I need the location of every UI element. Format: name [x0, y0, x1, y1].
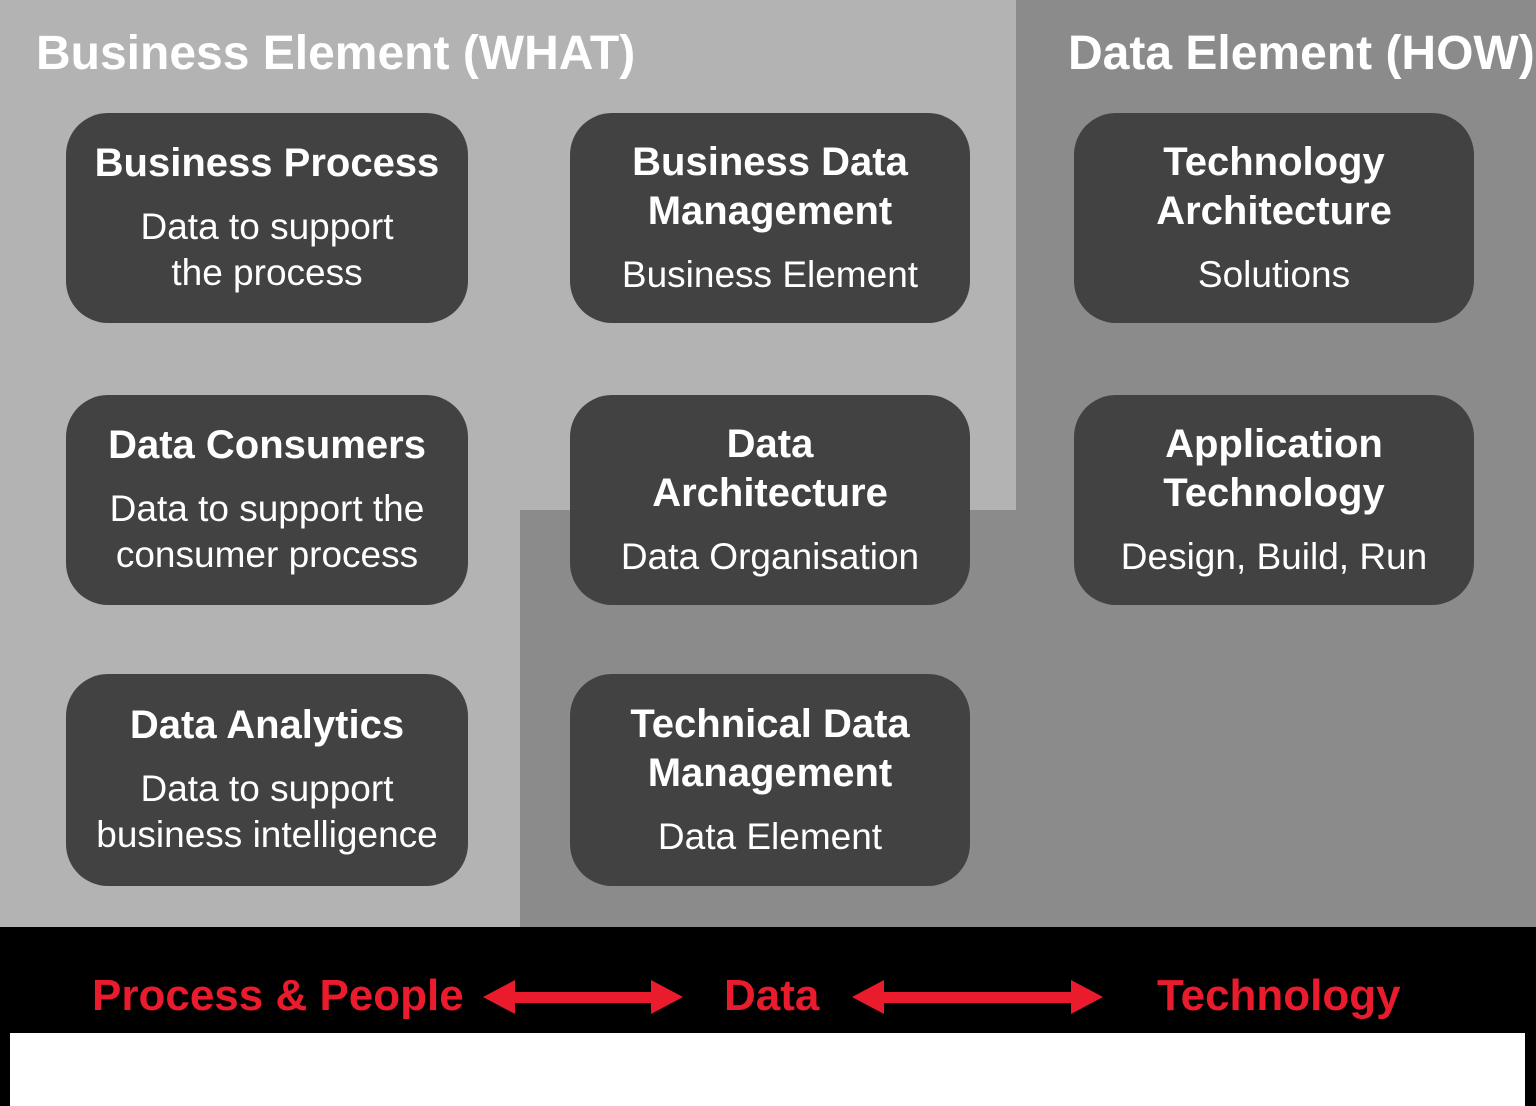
box-title: Technology Architecture	[1156, 140, 1392, 233]
box-data-consumers: Data Consumers Data to support the consu…	[66, 395, 468, 605]
double-arrow-icon	[852, 980, 1103, 1014]
box-subtitle: Data to support business intelligence	[96, 768, 438, 856]
box-subtitle: Data Organisation	[620, 535, 920, 577]
box-subtitle: Data to support the process	[140, 206, 394, 294]
footer-label-technology: Technology	[1157, 971, 1401, 1020]
box-title: Data Analytics	[129, 703, 405, 748]
arrow-head-right-icon	[1071, 980, 1103, 1014]
zone-title-data-element: Data Element (HOW)	[1068, 27, 1535, 80]
box-subtitle: Solutions	[1197, 253, 1351, 295]
box-title: Application Technology	[1163, 422, 1385, 515]
box-business-data-management: Business Data Management Business Elemen…	[570, 113, 970, 323]
box-subtitle: Data to support the consumer process	[109, 488, 425, 576]
arrow-shaft	[884, 991, 1071, 1003]
box-title: Data Consumers	[108, 423, 426, 468]
box-data-architecture: Data Architecture Data Organisation	[570, 395, 970, 605]
box-business-process: Business Process Data to support the pro…	[66, 113, 468, 323]
box-title: Business Process	[94, 141, 440, 186]
footer-label-data: Data	[724, 971, 820, 1020]
box-subtitle: Business Element	[621, 253, 919, 295]
arrow-head-right-icon	[651, 980, 683, 1014]
box-title: Data Architecture	[652, 422, 888, 515]
footer-white-area	[10, 1033, 1525, 1106]
box-title: Business Data Management	[632, 140, 908, 233]
box-technology-architecture: Technology Architecture Solutions	[1074, 113, 1474, 323]
box-application-technology: Application Technology Design, Build, Ru…	[1074, 395, 1474, 605]
box-subtitle: Data Element	[657, 815, 883, 857]
footer-label-process-people: Process & People	[92, 971, 464, 1020]
arrow-head-left-icon	[483, 980, 515, 1014]
box-technical-data-management: Technical Data Management Data Element	[570, 674, 970, 886]
box-data-analytics: Data Analytics Data to support business …	[66, 674, 468, 886]
box-title: Technical Data Management	[630, 702, 910, 795]
arrow-shaft	[515, 991, 651, 1003]
arrow-head-left-icon	[852, 980, 884, 1014]
zone-title-business-element: Business Element (WHAT)	[36, 27, 636, 80]
double-arrow-icon	[483, 980, 683, 1014]
box-subtitle: Design, Build, Run	[1120, 535, 1428, 577]
